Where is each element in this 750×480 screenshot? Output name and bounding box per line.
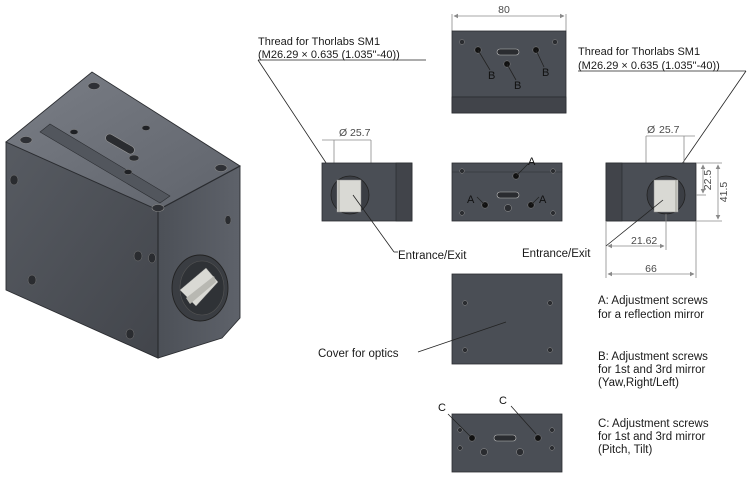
dim-dia-right: 25.7 — [659, 124, 680, 136]
dim-dia-left: 25.7 — [350, 127, 371, 139]
cover-view: Cover for optics — [318, 273, 563, 365]
front-view: A A A — [451, 156, 563, 222]
legend-b-line3: (Yaw,Right/Left) — [598, 377, 679, 389]
legend-b-line1: B: Adjustment screws — [598, 351, 708, 363]
mark-b-1: B — [488, 70, 495, 82]
cover-label: Cover for optics — [318, 348, 399, 360]
legend-a-line2: for a reflection mirror — [598, 309, 704, 321]
dim-top-width: 80 — [498, 4, 510, 16]
legend-c-line1: C: Adjustment screws — [598, 418, 709, 430]
left-side-view: Thread for Thorlabs SM1 (M26.29 × 0.635 … — [257, 36, 467, 262]
mark-a-left: A — [467, 194, 475, 206]
dia-symbol-left: Ø — [339, 127, 347, 139]
legend-a-line1: A: Adjustment screws — [598, 295, 708, 307]
entrance-left: Entrance/Exit — [398, 250, 467, 262]
dim-height-center: 22.5 — [702, 170, 714, 191]
dim-offset-horizontal: 21.62 — [631, 235, 657, 247]
mark-b-2: B — [514, 80, 521, 92]
thread-left-line2: (M26.29 × 0.635 (1.035"-40)) — [258, 49, 400, 61]
legend-c-line3: (Pitch, Tilt) — [598, 444, 652, 456]
thread-left-line1: Thread for Thorlabs SM1 — [258, 36, 380, 48]
mark-b-3: B — [542, 67, 549, 79]
dim-width-right: 66 — [645, 263, 657, 275]
dia-symbol-right: Ø — [647, 124, 655, 136]
bottom-view: C C — [438, 395, 563, 473]
mark-c-right: C — [499, 395, 507, 407]
thread-right-line2: (M26.29 × 0.635 (1.035"-40)) — [578, 60, 720, 72]
legend: A: Adjustment screws for a reflection mi… — [598, 295, 709, 456]
dim-height-total: 41.5 — [718, 182, 730, 203]
isometric-view — [5, 71, 241, 359]
legend-c-line2: for 1st and 3rd mirror — [598, 431, 706, 443]
legend-b-line2: for 1st and 3rd mirror — [598, 364, 706, 376]
mark-a-top: A — [528, 156, 536, 168]
mark-a-right: A — [539, 194, 547, 206]
thread-right-line1: Thread for Thorlabs SM1 — [578, 46, 700, 58]
right-side-view: Thread for Thorlabs SM1 (M26.29 × 0.635 … — [522, 46, 747, 278]
entrance-right: Entrance/Exit — [522, 248, 591, 260]
mark-c-left: C — [438, 402, 446, 414]
top-view: 80 B B B — [451, 4, 567, 114]
